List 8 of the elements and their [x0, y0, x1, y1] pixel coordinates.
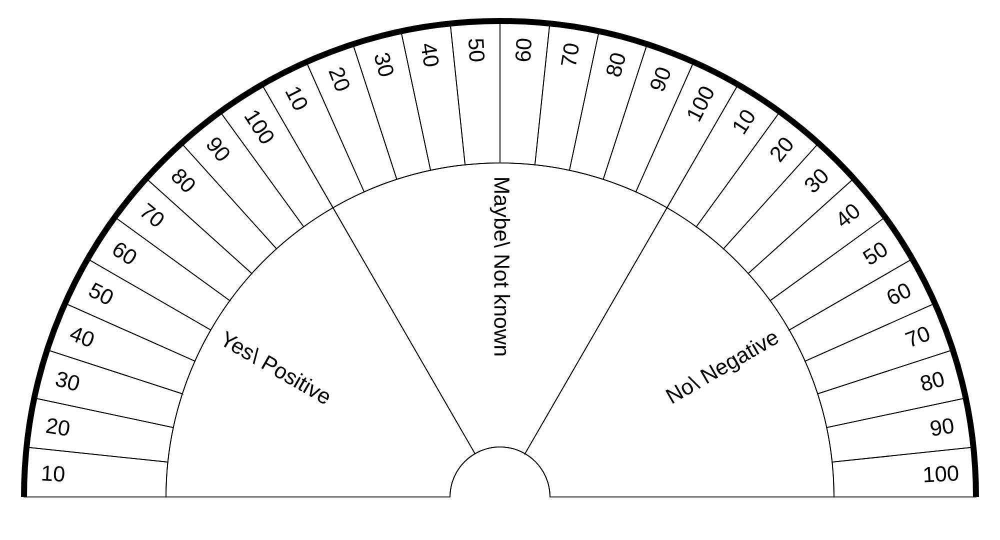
scale-segment: 50 [450, 20, 500, 166]
scale-segment: 40 [400, 23, 466, 171]
scale-segment: 60 [500, 20, 550, 166]
scale-segment: 100 [832, 446, 976, 498]
scale-segment: 70 [534, 23, 600, 171]
scale-segment: 20 [26, 398, 174, 463]
scale-segment: 90 [826, 398, 974, 463]
scale-segment: 10 [24, 446, 168, 498]
